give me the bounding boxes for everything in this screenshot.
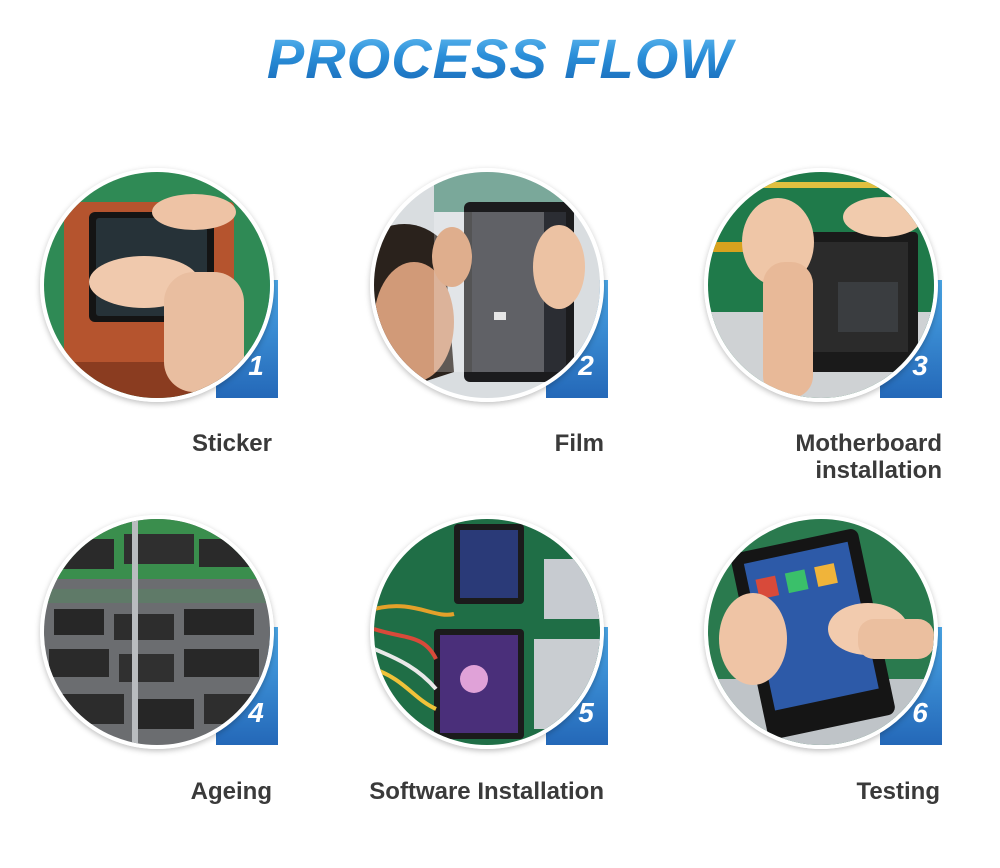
step-photo xyxy=(704,515,938,749)
software-installation-photo xyxy=(374,519,600,745)
step-number: 5 xyxy=(578,697,594,728)
step-1: 1 xyxy=(40,168,320,418)
film-photo xyxy=(374,172,600,398)
step-5: 5 xyxy=(370,515,650,765)
motherboard-photo xyxy=(708,172,934,398)
step-4: 4 xyxy=(40,515,320,765)
step-number: 1 xyxy=(248,350,264,381)
step-6-label: Testing xyxy=(856,778,940,805)
step-photo xyxy=(40,168,274,402)
testing-photo xyxy=(708,519,934,745)
sticker-photo xyxy=(44,172,270,398)
step-3-label: Motherboard installation xyxy=(795,430,942,484)
step-number: 2 xyxy=(578,350,594,381)
step-2-label: Film xyxy=(554,430,604,457)
step-photo xyxy=(40,515,274,749)
step-6: 6 xyxy=(704,515,984,765)
step-photo xyxy=(370,168,604,402)
step-4-label: Ageing xyxy=(190,778,272,805)
page-title: PROCESS FLOW xyxy=(0,26,1000,91)
step-2: 2 xyxy=(370,168,650,418)
step-number: 4 xyxy=(248,697,264,728)
step-number: 3 xyxy=(912,350,928,381)
step-1-label: Sticker xyxy=(191,430,272,457)
step-photo xyxy=(704,168,938,402)
step-3: 3 xyxy=(704,168,984,418)
step-photo xyxy=(370,515,604,749)
ageing-photo xyxy=(44,519,270,745)
step-number: 6 xyxy=(912,697,928,728)
step-5-label: Software Installation xyxy=(369,778,604,805)
